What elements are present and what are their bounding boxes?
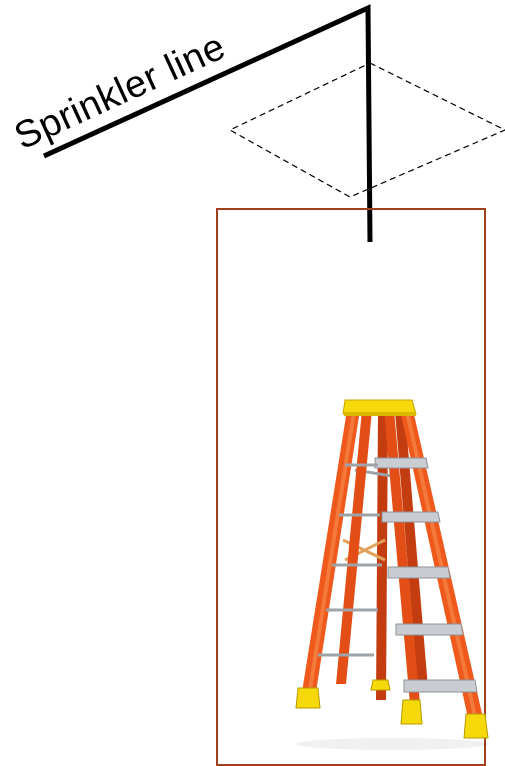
ladder-step [375,458,428,468]
ladder-foot [371,680,390,690]
ladder-foot [401,700,422,724]
ladder-top-cap-edge [344,412,416,416]
ladder-top-cap [343,400,416,414]
sprinkler-line-label: Sprinkler line [8,26,232,159]
ladder-shadow [296,738,488,750]
ladder-step [382,512,440,522]
ladder-step [388,567,450,578]
ladder-step [404,680,477,692]
ladder-foot [296,688,320,708]
ladder-step [396,624,463,635]
step-ladder-icon [296,400,488,750]
ladder-foot [464,714,488,738]
